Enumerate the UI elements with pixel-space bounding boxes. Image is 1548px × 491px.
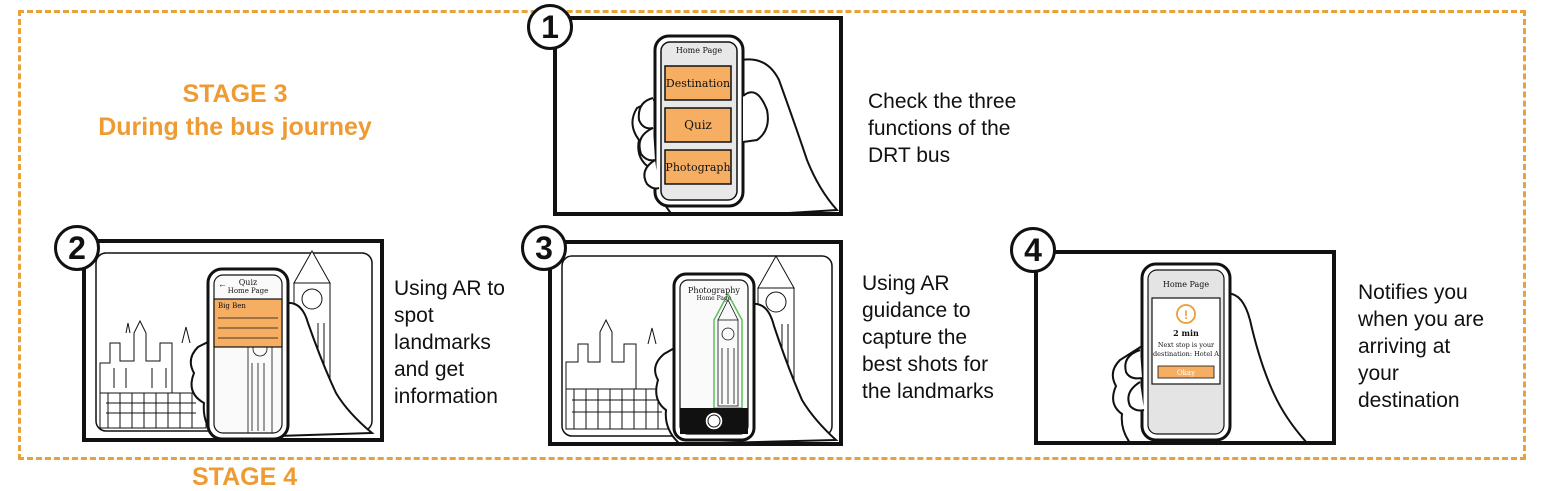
step-4-description: Notifies you when you are arriving at yo… [1358, 281, 1485, 412]
photograph-button[interactable]: Photograph [664, 149, 732, 185]
step-number-2: 2 [54, 225, 100, 271]
panel-2-sketch: Quiz Home Page ← Big Ben [95, 249, 375, 438]
stage-subtitle: During the bus journey [98, 113, 372, 141]
storyboard-panel-3: Photography Home Page [548, 240, 843, 446]
storyboard-panel-2: Quiz Home Page ← Big Ben [82, 239, 384, 442]
step-number-4: 4 [1010, 227, 1056, 273]
arrival-alert: ! 2 min Next stop is your destination: H… [1151, 297, 1221, 385]
panel-1-sketch: Home Page Destination Quiz Photograph [631, 34, 839, 212]
step-number-1: 1 [527, 4, 573, 50]
step-number-3: 3 [521, 225, 567, 271]
stage-title: STAGE 3 During the bus journey [70, 78, 400, 144]
svg-text:Destination: Destination [666, 77, 730, 90]
step-3-description: Using AR guidance to capture the best sh… [862, 272, 994, 403]
panel-4-sketch: Home Page ! 2 min Next stop is your dest… [1111, 262, 1307, 441]
phone-header: Home Page [676, 46, 723, 55]
warning-icon [1176, 304, 1196, 324]
card-title: Big Ben [218, 302, 246, 310]
stage-frame [18, 10, 1526, 460]
panel-3-sketch: Photography Home Page [561, 254, 839, 442]
alert-message-line-2: destination: Hotel A [1153, 350, 1219, 358]
phone-header: Photography [688, 286, 740, 295]
phone-header-overlay: Home Page [228, 287, 269, 295]
okay-button[interactable]: Okay [1157, 365, 1215, 379]
back-arrow-icon[interactable]: ← [218, 279, 227, 289]
stage-number: STAGE 3 [182, 80, 288, 108]
parliament-sketch [99, 319, 207, 429]
quiz-button[interactable]: Quiz [664, 107, 732, 143]
svg-text:Photograph: Photograph [665, 161, 730, 174]
phone-header-overlay: Home Page [697, 295, 732, 302]
phone-header: Quiz [239, 278, 257, 287]
next-stage-title: STAGE 4 [192, 463, 298, 491]
alert-message-line-1: Next stop is your [1158, 341, 1215, 349]
phone-header: Home Page [1163, 280, 1210, 289]
svg-text:Okay: Okay [1177, 369, 1195, 377]
svg-text:Quiz: Quiz [684, 118, 712, 132]
destination-button[interactable]: Destination [664, 65, 732, 101]
storyboard-panel-1: Home Page Destination Quiz Photograph [553, 16, 843, 216]
info-card: Big Ben [213, 298, 283, 348]
alert-time: 2 min [1173, 328, 1199, 338]
step-2-description: Using AR to spot landmarks and get infor… [394, 277, 505, 408]
svg-text:!: ! [1184, 308, 1188, 322]
storyboard-panel-4: Home Page ! 2 min Next stop is your dest… [1034, 250, 1336, 445]
step-1-description: Check the three functions of the DRT bus [868, 90, 1017, 167]
